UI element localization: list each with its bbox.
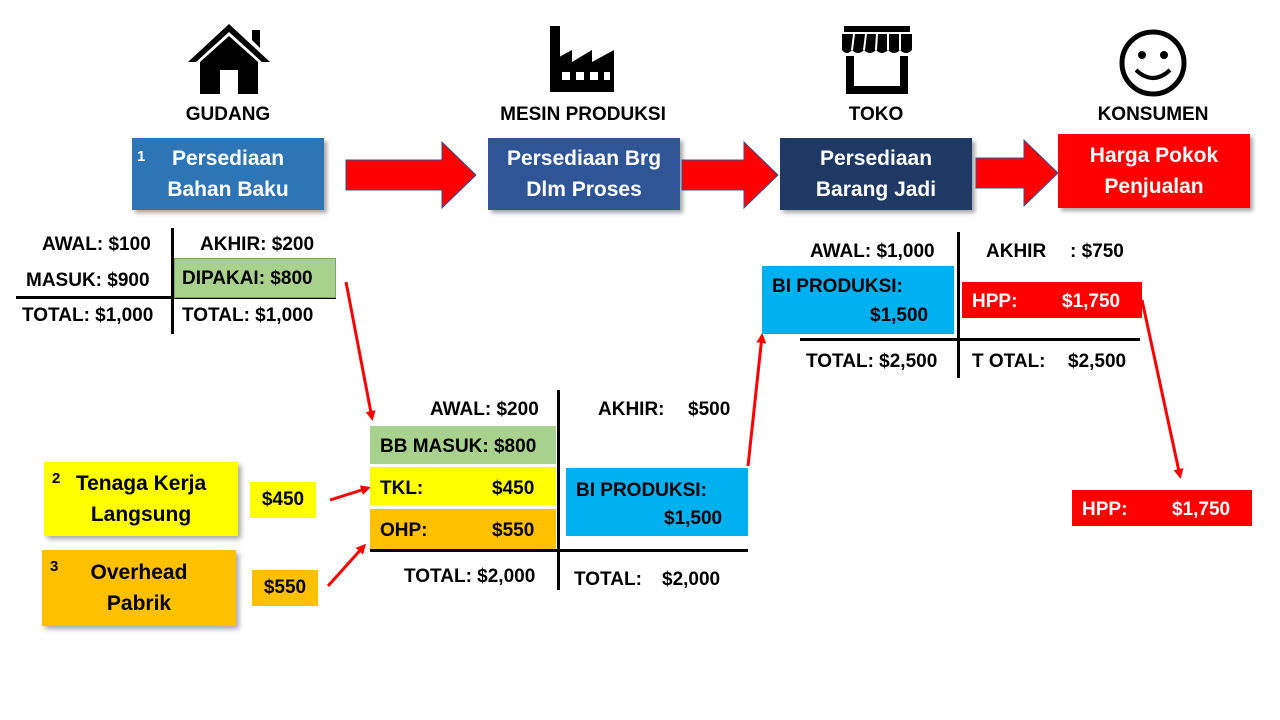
dp-bb-masuk-highlight	[370, 426, 556, 464]
box-tenaga-kerja-langsung: Tenaga Kerja Langsung	[44, 462, 238, 536]
dp-bi-produksi-label: BI PRODUKSI:	[576, 480, 707, 501]
box-label: Harga Pokok Penjualan	[1089, 144, 1219, 198]
final-hpp-label: HPP:	[1082, 499, 1128, 520]
bj-total-right-label: T OTAL:	[972, 351, 1046, 372]
dp-bi-produksi-value: $1,500	[664, 508, 723, 529]
dp-total-right-label: TOTAL:	[574, 569, 642, 590]
box-overhead-pabrik: Overhead Pabrik	[42, 550, 236, 626]
t-account-dp-vertical	[557, 390, 560, 590]
arrow-tkl	[329, 485, 371, 502]
box-label: Tenaga Kerja Langsung	[75, 472, 207, 526]
bb-dipakai: DIPAKAI: $800	[182, 268, 313, 289]
bj-hpp-highlight	[962, 282, 1142, 318]
bj-akhir-label: AKHIR	[986, 241, 1047, 262]
t-account-bb-vertical	[171, 228, 174, 334]
step-number-1: 1	[137, 148, 146, 165]
bj-total-left: TOTAL: $2,500	[806, 351, 938, 372]
arrow-mesin-to-toko	[681, 140, 779, 210]
t-account-bj-vertical	[957, 232, 960, 378]
bj-bi-produksi-highlight	[762, 266, 954, 334]
bb-dipakai-highlight	[174, 258, 336, 298]
bb-awal: AWAL: $100	[42, 234, 151, 255]
dp-akhir-value: $500	[688, 399, 731, 420]
final-hpp-box	[1072, 490, 1252, 526]
stage-label-gudang: GUDANG	[185, 104, 271, 125]
bj-hpp-label: HPP:	[972, 291, 1018, 312]
stage-label-mesin: MESIN PRODUKSI	[500, 104, 666, 125]
box-persediaan-barang-jadi: Persediaan Barang Jadi	[780, 138, 972, 210]
box-harga-pokok-penjualan: Harga Pokok Penjualan	[1058, 134, 1250, 208]
amount-ohp: $550	[252, 570, 318, 606]
factory-icon	[550, 26, 614, 92]
bj-total-right-value: $2,500	[1068, 351, 1127, 372]
box-label: Persediaan Barang Jadi	[815, 147, 937, 201]
box-label: Overhead Pabrik	[90, 561, 188, 615]
dp-ohp-value: $550	[492, 520, 535, 541]
dp-awal: AWAL: $200	[430, 399, 539, 420]
arrow-bi-produksi-to-barang-jadi	[746, 333, 767, 467]
t-account-bj-horizontal	[800, 338, 1140, 341]
arrow-toko-to-konsumen	[975, 138, 1059, 208]
bj-bi-produksi-label: BI PRODUKSI:	[772, 276, 903, 297]
step-number-2: 2	[52, 470, 61, 487]
arrow-gudang-to-mesin	[345, 140, 477, 210]
dp-ohp-label: OHP:	[380, 520, 428, 541]
smiley-icon	[1119, 29, 1187, 97]
amount-tkl: $450	[250, 482, 316, 518]
dp-tkl-value: $450	[492, 478, 535, 499]
bj-akhir-value: : $750	[1070, 241, 1124, 262]
dp-bb-masuk: BB MASUK: $800	[380, 436, 537, 457]
arrow-dipakai-to-bb-masuk	[344, 281, 376, 421]
stage-label-konsumen: KONSUMEN	[1097, 104, 1209, 125]
dp-bi-produksi-highlight	[566, 468, 748, 536]
store-icon	[842, 26, 912, 94]
bb-masuk: MASUK: $900	[26, 270, 150, 291]
dp-tkl-label: TKL:	[380, 478, 424, 499]
final-hpp-value: $1,750	[1172, 499, 1231, 520]
bb-total-left: TOTAL: $1,000	[22, 305, 154, 326]
arrow-hpp-to-final	[1140, 299, 1184, 479]
box-persediaan-dalam-proses: Persediaan Brg Dlm Proses	[488, 138, 680, 210]
bj-bi-produksi-value: $1,500	[870, 305, 929, 326]
dp-total-right-value: $2,000	[662, 569, 721, 590]
bj-awal: AWAL: $1,000	[810, 241, 935, 262]
stage-label-toko: TOKO	[848, 104, 904, 125]
dp-tkl-highlight	[370, 467, 556, 505]
box-persediaan-bahan-baku: Persediaan Bahan Baku	[132, 138, 324, 210]
dp-ohp-highlight	[370, 509, 556, 549]
step-number-3: 3	[50, 558, 59, 575]
t-account-dp-horizontal	[370, 549, 748, 552]
dp-akhir-label: AKHIR:	[598, 399, 665, 420]
arrow-ohp	[326, 543, 367, 588]
box-label: Persediaan Bahan Baku	[167, 147, 289, 201]
box-label: Persediaan Brg Dlm Proses	[506, 147, 662, 201]
bb-total-right: TOTAL: $1,000	[182, 305, 314, 326]
dp-total-left: TOTAL: $2,000	[404, 566, 536, 587]
bb-akhir: AKHIR: $200	[200, 234, 315, 255]
house-icon	[188, 24, 270, 94]
bj-hpp-value: $1,750	[1062, 291, 1121, 312]
